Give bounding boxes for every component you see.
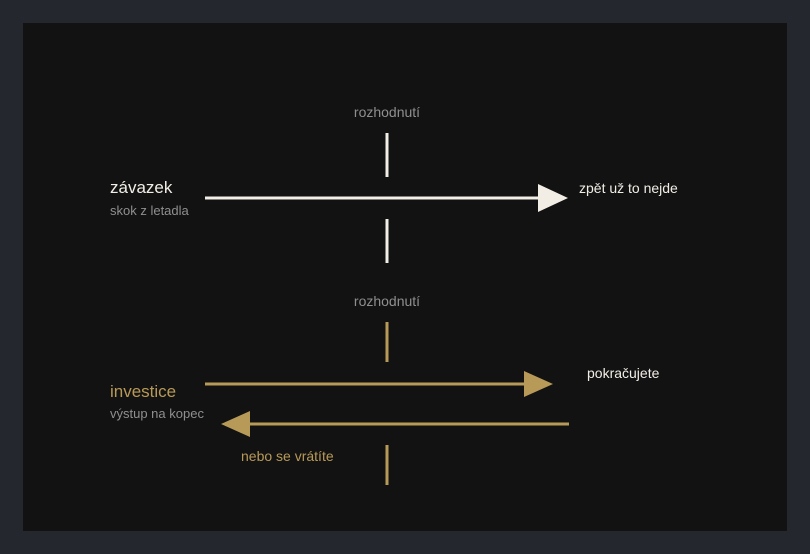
investment-title: investice bbox=[110, 382, 177, 401]
commitment-decision-label: rozhodnutí bbox=[353, 104, 421, 120]
commitment-subtitle: skok z letadla bbox=[110, 203, 189, 218]
commitment-arrow-head bbox=[538, 184, 568, 212]
investment-back-arrow-head bbox=[221, 411, 250, 437]
investment-back-outcome-label: nebo se vrátíte bbox=[241, 448, 334, 464]
investment-forward-arrow-head bbox=[524, 371, 553, 397]
investment-subtitle: výstup na kopec bbox=[110, 406, 204, 421]
commitment-outcome-label: zpět už to nejde bbox=[579, 180, 678, 196]
commitment-title: závazek bbox=[110, 178, 173, 197]
investment-forward-outcome-label: pokračujete bbox=[587, 365, 660, 381]
investment-decision-label: rozhodnutí bbox=[353, 293, 421, 309]
diagram-panel bbox=[23, 23, 787, 531]
